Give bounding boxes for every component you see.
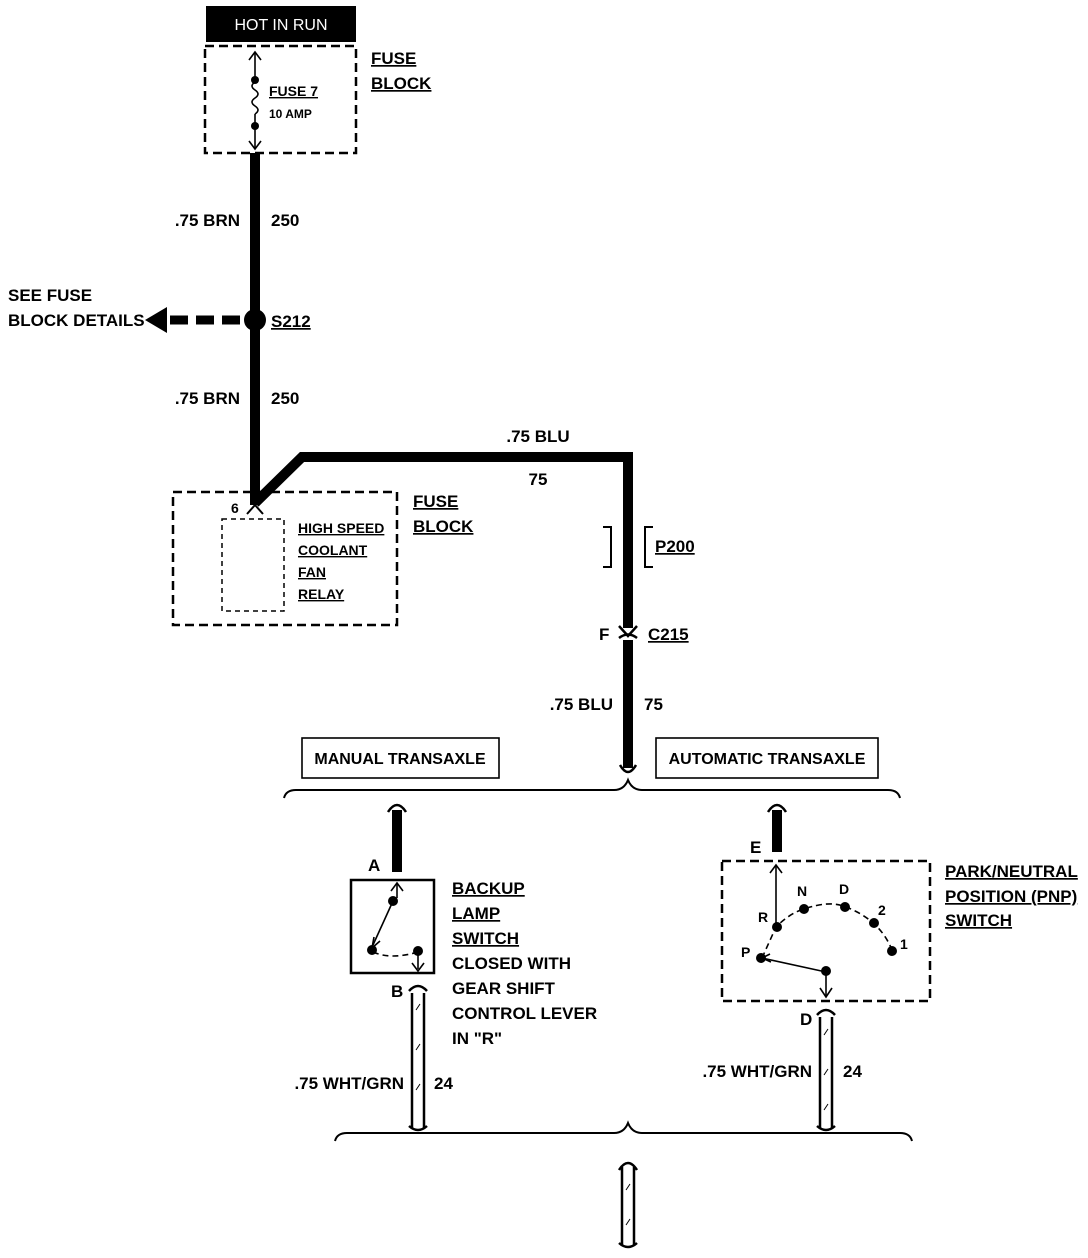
backup-switch-note: GEAR SHIFT (452, 979, 556, 998)
fuse-block-relay-title: BLOCK (413, 517, 474, 536)
wire-break-symbol (816, 1125, 836, 1132)
fuse-block-top-title: FUSE (371, 49, 416, 68)
pass-through-id: P200 (655, 537, 695, 556)
pnp-position-p: P (741, 944, 750, 960)
pnp-contact-dot-d (840, 902, 850, 912)
arrow-left-icon (145, 307, 167, 333)
wire-break-symbol (408, 1125, 428, 1132)
pnp-position-2: 2 (878, 902, 886, 918)
wire-24-manual-circuit: 24 (434, 1074, 453, 1093)
relay-label: RELAY (298, 586, 345, 602)
connector-d-symbol (816, 1008, 836, 1016)
fuse-block-relay-title: FUSE (413, 492, 458, 511)
backup-switch-title: SWITCH (452, 929, 519, 948)
backup-switch-title: BACKUP (452, 879, 525, 898)
wire-24-manual-color: .75 WHT/GRN (294, 1074, 404, 1093)
option-brace-bottom (334, 1120, 913, 1142)
backup-switch-contacts (370, 881, 425, 973)
pnp-position-r: R (758, 909, 768, 925)
fuse-block-relay-outline (171, 490, 399, 627)
connector-6-arrow (246, 503, 264, 515)
power-header-box (206, 6, 356, 42)
wire-250-upper-circuit: 250 (271, 211, 299, 230)
wire-break-symbol (386, 803, 408, 813)
pnp-switch-title: PARK/NEUTRAL (945, 862, 1078, 881)
backup-switch-dot (413, 946, 423, 956)
backup-switch-note: CONTROL LEVER (452, 1004, 597, 1023)
wire-75-upper-circuit: 75 (529, 470, 548, 489)
wire-75-lower-color: .75 BLU (550, 695, 613, 714)
fuse-terminal-dot (251, 122, 259, 130)
pass-through-bracket (603, 526, 612, 568)
relay-label: FAN (298, 564, 326, 580)
fuse-rating: 10 AMP (269, 107, 312, 121)
pnp-contact-dot-n (799, 904, 809, 914)
wire-24-auto (818, 1017, 834, 1128)
power-header-label: HOT IN RUN (234, 17, 327, 34)
wire-75-blu (251, 452, 633, 628)
connector-c215-id: C215 (648, 625, 689, 644)
backup-switch-dot (388, 896, 398, 906)
wire-24-manual (410, 993, 426, 1128)
option-brace-top (283, 777, 901, 799)
backup-switch-title: LAMP (452, 904, 500, 923)
pnp-switch-pin-in: E (750, 838, 761, 857)
connector-c215-symbol (618, 633, 638, 640)
wire-75-lower-circuit: 75 (644, 695, 663, 714)
option-automatic-box (655, 737, 879, 779)
option-manual-label: MANUAL TRANSAXLE (314, 751, 486, 768)
fuse-block-top-outline (203, 44, 358, 155)
pnp-contact-dot-2 (869, 918, 879, 928)
wire-250-lower-color: .75 BRN (175, 389, 240, 408)
backup-switch-note: CLOSED WITH (452, 954, 571, 973)
splice-s212 (244, 309, 266, 331)
pnp-contact-dot-1 (887, 946, 897, 956)
wire-break-symbol (618, 1242, 638, 1249)
pnp-position-d: D (839, 881, 849, 897)
fuse-7-symbol (248, 50, 262, 151)
relay-label: COOLANT (298, 542, 368, 558)
relay-coil-outline (221, 518, 285, 612)
pass-through-bracket (644, 526, 653, 568)
backup-switch-outline (349, 878, 436, 975)
backup-switch-note: IN "R" (452, 1029, 502, 1048)
fuse-name: FUSE 7 (269, 83, 318, 99)
connector-b-symbol (408, 984, 428, 992)
option-automatic-label: AUTOMATIC TRANSAXLE (669, 751, 866, 768)
wire-24-common (620, 1167, 636, 1245)
backup-switch-pin-out: B (391, 982, 403, 1001)
wire-break-symbol (617, 1161, 639, 1171)
wire-24-auto-circuit: 24 (843, 1062, 862, 1081)
wire-break-symbol (766, 803, 788, 813)
relay-terminal: 6 (231, 500, 239, 516)
pnp-switch-title: POSITION (PNP) (945, 887, 1077, 906)
splice-ref: BLOCK DETAILS (8, 311, 145, 330)
pnp-switch-contacts (760, 863, 893, 999)
wire-break-symbol (618, 764, 638, 774)
wire-75-upper-color: .75 BLU (506, 427, 569, 446)
wire-250-lower-circuit: 250 (271, 389, 299, 408)
pnp-contact-dot-p (756, 953, 766, 963)
pnp-switch-outline (720, 859, 932, 1003)
fuse-block-top-title: BLOCK (371, 74, 432, 93)
pnp-position-1: 1 (900, 936, 908, 952)
pnp-switch-pin-out: D (800, 1010, 812, 1029)
pnp-position-n: N (797, 883, 807, 899)
splice-id: S212 (271, 312, 311, 331)
backup-switch-dot (367, 945, 377, 955)
wire-250-upper-color: .75 BRN (175, 211, 240, 230)
relay-label: HIGH SPEED (298, 520, 384, 536)
connector-c215-pin: F (599, 625, 609, 644)
fuse-terminal-dot (251, 76, 259, 84)
backup-switch-pin-in: A (368, 856, 380, 875)
splice-ref: SEE FUSE (8, 286, 92, 305)
option-manual-box (301, 737, 500, 779)
pnp-switch-title: SWITCH (945, 911, 1012, 930)
pnp-contact-dot-r (772, 922, 782, 932)
pnp-common-dot (821, 966, 831, 976)
wire-24-auto-color: .75 WHT/GRN (702, 1062, 812, 1081)
connector-c215-symbol (618, 625, 638, 638)
